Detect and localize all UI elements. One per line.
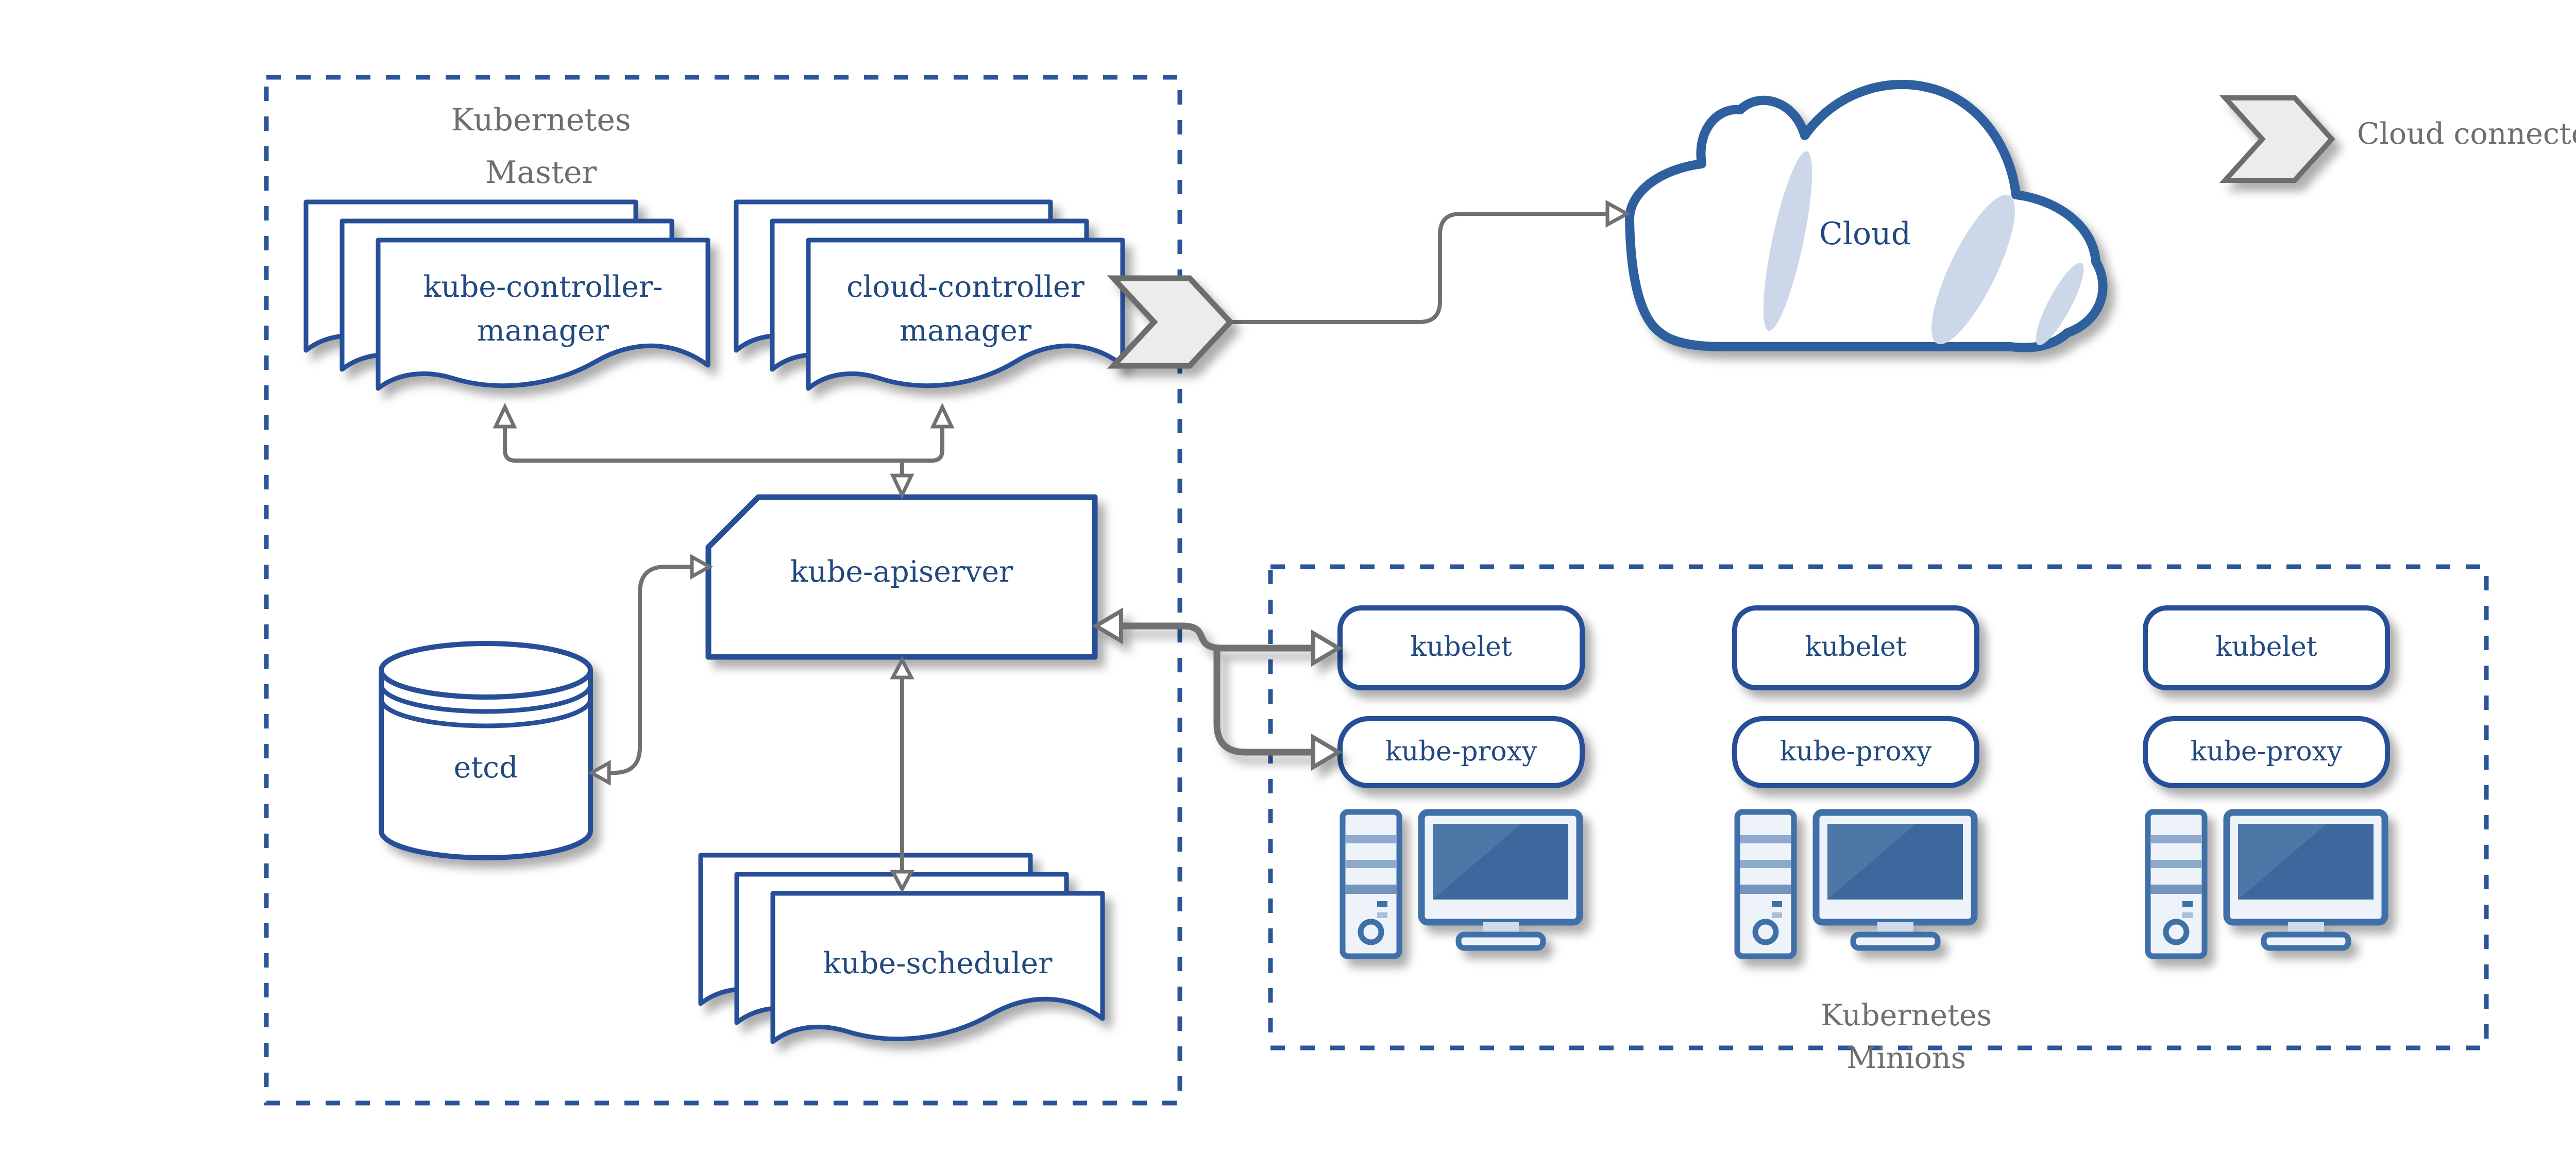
kube-proxy-label: kube-proxy: [1385, 736, 1537, 767]
arrowhead-up: [493, 402, 517, 429]
cloud-highlight: [2036, 262, 2084, 346]
kube-scheduler-label: kube-scheduler: [823, 946, 1053, 980]
etcd-label: etcd: [453, 751, 518, 785]
kube-apiserver-label: kube-apiserver: [790, 555, 1013, 589]
document-front: [806, 238, 1125, 391]
apiserver-minions-connector: [1092, 607, 1343, 771]
minions-group-title: Kubernetes Minions: [1821, 998, 1992, 1075]
minion-node-2: [1732, 605, 1979, 956]
arrowhead-right: [1605, 200, 1631, 228]
workstation-icon: [1343, 812, 1580, 956]
kube-apiserver-node: [705, 494, 1098, 660]
cloud-connector-line: [1230, 200, 1631, 324]
workstation-icon: [1737, 812, 1974, 956]
arrowhead-right: [1311, 629, 1343, 667]
cloud-label: Cloud: [1819, 216, 1911, 252]
kube-controller-manager-node: [303, 199, 710, 391]
cloud-node: [1624, 79, 2108, 352]
cloud-highlight: [1931, 194, 2015, 345]
arrowhead-up: [890, 656, 914, 680]
kube-scheduler-node: [698, 853, 1105, 1044]
cylinder-rim: [379, 684, 593, 714]
kubernetes-minions-boundary: [1268, 564, 2489, 1050]
document-front: [770, 891, 1105, 1044]
apiserver-scheduler-connector: [890, 656, 914, 893]
kubelet-box: [2143, 605, 2390, 690]
cloud-controller-manager-node: [734, 199, 1125, 391]
arrowhead-down: [890, 473, 914, 500]
cylinder-body: [379, 670, 593, 860]
arrowhead-right: [1311, 733, 1343, 771]
arrowhead-down: [890, 870, 914, 893]
card-shape: [705, 494, 1098, 660]
minion-node-3: [2143, 605, 2390, 956]
kube-controller-manager-label: kube-controller- manager: [423, 270, 663, 348]
etcd-node: [379, 641, 593, 860]
arrowhead-left: [587, 760, 611, 786]
cylinder-rim: [379, 699, 593, 728]
kube-proxy-box: [1732, 716, 1979, 788]
document-front: [376, 238, 710, 391]
arrowhead-left: [1092, 607, 1123, 645]
arrowhead-right: [690, 554, 714, 580]
cloud-controller-manager-label: cloud-controller manager: [846, 270, 1084, 348]
minion-node-1: [1337, 605, 1585, 956]
cloud-connector-chevron-icon: [1107, 275, 1234, 369]
cloud-highlight: [1763, 151, 1812, 331]
kubelet-label: kubelet: [2215, 632, 2317, 663]
kubelet-label: kubelet: [1410, 632, 1512, 663]
apiserver-etcd-connector: [587, 554, 714, 786]
kube-proxy-label: kube-proxy: [2190, 736, 2343, 767]
legend-label: Cloud connector: [2357, 117, 2576, 151]
kubernetes-master-boundary: [264, 75, 1182, 1106]
kubelet-box: [1732, 605, 1979, 690]
cylinder-top: [379, 641, 593, 700]
kube-proxy-label: kube-proxy: [1780, 736, 1932, 767]
workstation-icon: [2148, 812, 2385, 956]
master-group-title: Kubernetes Master: [451, 102, 631, 191]
kubelet-label: kubelet: [1805, 632, 1907, 663]
controllers-to-apiserver-connector: [493, 402, 955, 500]
legend-cloud-connector-chevron-icon: [2219, 95, 2335, 183]
arrowhead-up: [930, 402, 955, 429]
kube-proxy-box: [2143, 716, 2390, 788]
